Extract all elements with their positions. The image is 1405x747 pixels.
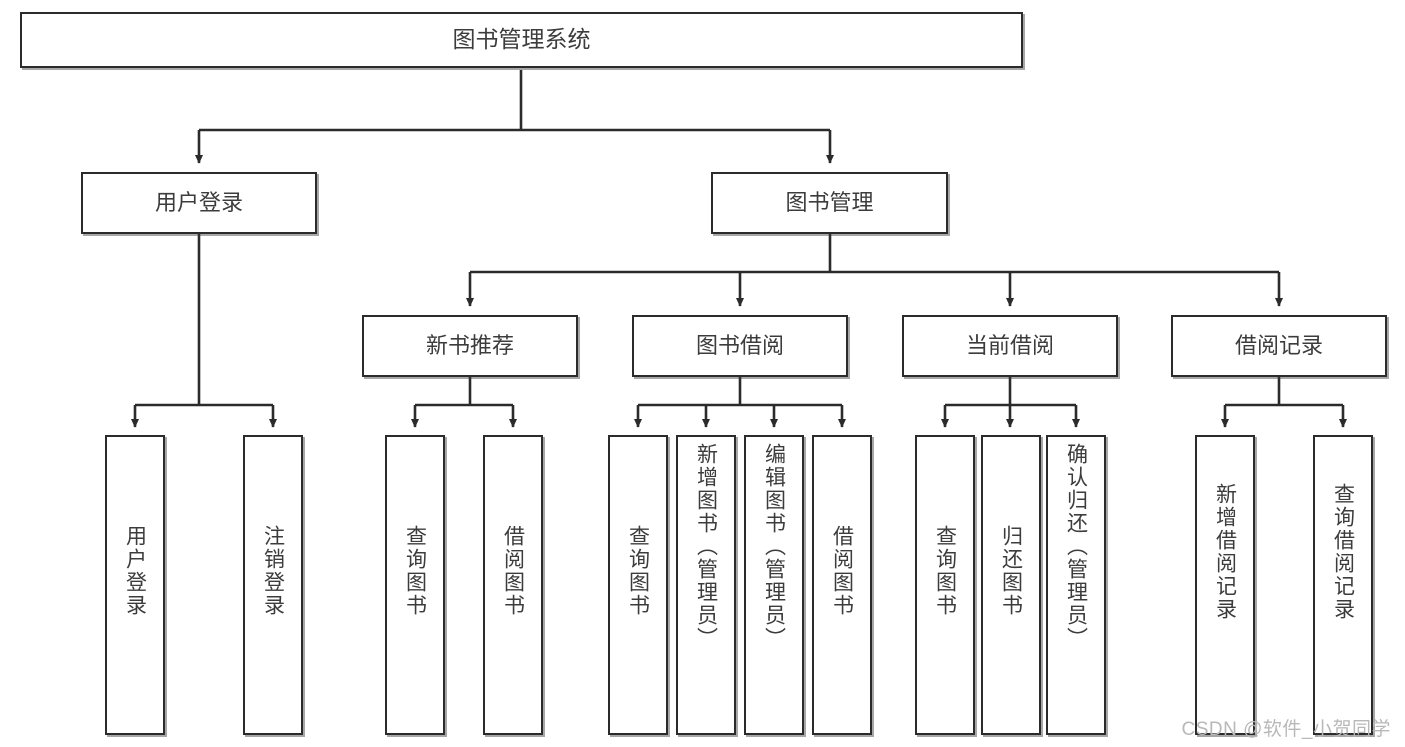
node-user-login[interactable]: 用户登录 (81, 172, 317, 234)
node-root[interactable]: 图书管理系统 (20, 12, 1023, 68)
node-leaf-return-book[interactable]: 归还图书 (981, 435, 1041, 735)
node-leaf-query-book-3-label: 查询图书 (933, 525, 957, 617)
node-leaf-return-book-label: 归还图书 (999, 525, 1023, 617)
node-leaf-query-book-3[interactable]: 查询图书 (915, 435, 975, 735)
node-leaf-add-book[interactable]: 新增图书（管理员） (676, 435, 736, 735)
node-leaf-user-login[interactable]: 用户登录 (105, 435, 165, 735)
node-leaf-add-record-label: 新增借阅记录 (1213, 483, 1237, 621)
node-leaf-borrow-book-1-label: 借阅图书 (501, 525, 525, 617)
node-leaf-user-logout-label: 注销登录 (261, 525, 285, 617)
node-leaf-borrow-book-2[interactable]: 借阅图书 (812, 435, 872, 735)
node-leaf-query-book-2-label: 查询图书 (626, 525, 650, 617)
node-new-book-rec[interactable]: 新书推荐 (362, 315, 578, 377)
node-leaf-borrow-book-2-label: 借阅图书 (830, 525, 854, 617)
watermark-text: CSDN @软件_小贺同学 (1181, 719, 1391, 740)
node-leaf-add-record[interactable]: 新增借阅记录 (1195, 435, 1255, 735)
node-current-borrow[interactable]: 当前借阅 (902, 315, 1118, 377)
node-book-borrow[interactable]: 图书借阅 (632, 315, 848, 377)
node-leaf-query-book-1[interactable]: 查询图书 (385, 435, 445, 735)
node-book-manage-label: 图书管理 (785, 190, 874, 216)
node-leaf-confirm-return[interactable]: 确认归还（管理员） (1046, 435, 1106, 735)
node-borrow-record[interactable]: 借阅记录 (1171, 315, 1387, 377)
node-leaf-user-logout[interactable]: 注销登录 (243, 435, 303, 735)
node-leaf-borrow-book-1[interactable]: 借阅图书 (483, 435, 543, 735)
node-leaf-query-book-2[interactable]: 查询图书 (608, 435, 668, 735)
node-new-book-rec-label: 新书推荐 (425, 333, 514, 359)
node-leaf-edit-book[interactable]: 编辑图书（管理员） (744, 435, 804, 735)
node-leaf-query-record[interactable]: 查询借阅记录 (1313, 435, 1373, 735)
node-leaf-query-record-label: 查询借阅记录 (1331, 483, 1355, 621)
node-leaf-edit-book-label: 编辑图书（管理员） (762, 443, 786, 650)
node-leaf-confirm-return-label: 确认归还（管理员） (1064, 443, 1088, 650)
node-book-borrow-label: 图书借阅 (695, 333, 784, 359)
node-user-login-label: 用户登录 (154, 190, 243, 216)
node-leaf-add-book-label: 新增图书（管理员） (694, 443, 718, 650)
node-leaf-user-login-label: 用户登录 (123, 525, 147, 617)
node-current-borrow-label: 当前借阅 (965, 333, 1054, 359)
node-book-manage[interactable]: 图书管理 (711, 172, 948, 234)
node-root-label: 图书管理系统 (452, 26, 591, 53)
node-borrow-record-label: 借阅记录 (1234, 333, 1323, 359)
node-leaf-query-book-1-label: 查询图书 (403, 525, 427, 617)
